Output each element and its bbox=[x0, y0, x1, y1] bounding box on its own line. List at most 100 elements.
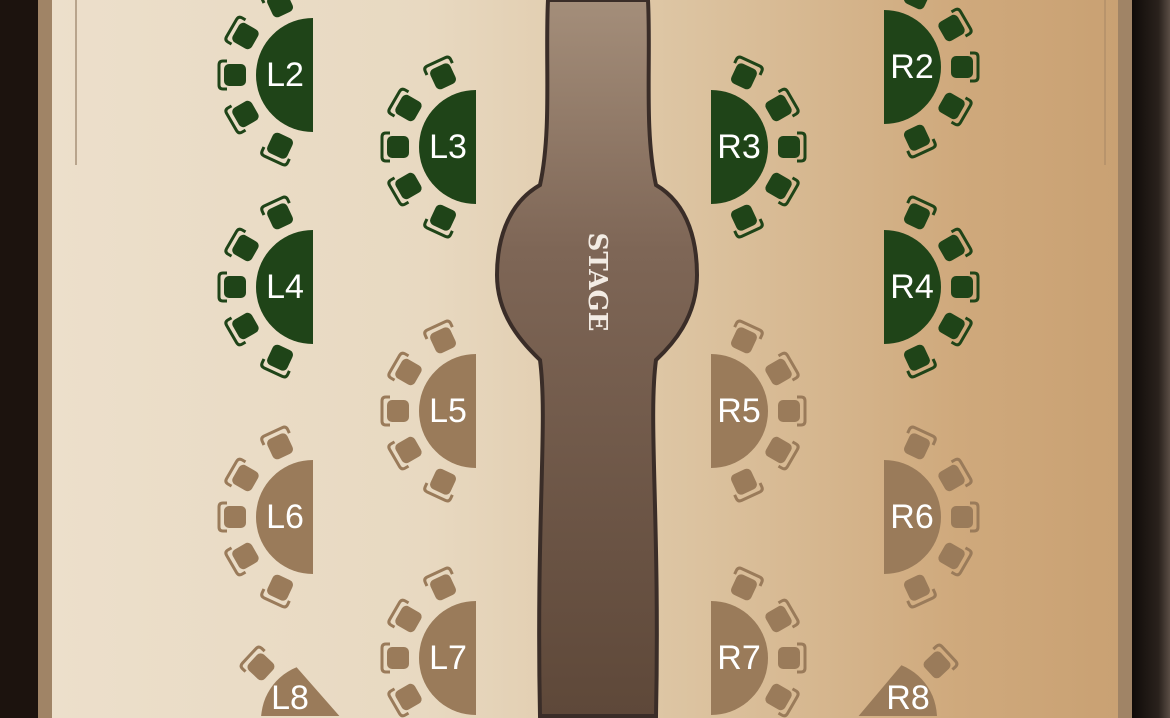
table-label: L7 bbox=[429, 639, 467, 677]
chair-icon[interactable] bbox=[260, 130, 298, 167]
chair-icon[interactable] bbox=[387, 598, 425, 637]
chair-icon[interactable] bbox=[727, 55, 764, 92]
chair-icon[interactable] bbox=[217, 271, 246, 303]
chair-icon[interactable] bbox=[380, 395, 409, 427]
table-label: R7 bbox=[717, 639, 760, 677]
table-label: R6 bbox=[890, 498, 933, 536]
chair-icon[interactable] bbox=[778, 642, 807, 674]
table-L4[interactable]: L4 bbox=[217, 195, 313, 379]
chair-icon[interactable] bbox=[260, 572, 298, 609]
table-label: R8 bbox=[886, 679, 929, 717]
chair-icon[interactable] bbox=[380, 131, 409, 163]
chair-icon[interactable] bbox=[935, 7, 973, 46]
chair-icon[interactable] bbox=[224, 96, 262, 135]
chair-icon[interactable] bbox=[762, 679, 800, 718]
table-R2[interactable]: R2 bbox=[884, 0, 980, 159]
table-top bbox=[256, 230, 313, 344]
table-top bbox=[711, 354, 768, 468]
table-L7[interactable]: L7 bbox=[380, 566, 476, 718]
chair-icon[interactable] bbox=[260, 0, 298, 20]
table-R7[interactable]: R7 bbox=[711, 566, 807, 718]
chair-icon[interactable] bbox=[900, 0, 937, 12]
chair-icon[interactable] bbox=[935, 538, 973, 577]
chair-icon[interactable] bbox=[900, 425, 937, 462]
chair-icon[interactable] bbox=[935, 457, 973, 496]
table-R6[interactable]: R6 bbox=[884, 425, 980, 609]
chair-icon[interactable] bbox=[900, 572, 937, 609]
stage-label: STAGE bbox=[582, 233, 612, 332]
background-edge bbox=[1132, 0, 1170, 718]
chair-icon[interactable] bbox=[727, 466, 764, 503]
table-L6[interactable]: L6 bbox=[217, 425, 313, 609]
chair-icon[interactable] bbox=[727, 319, 764, 356]
chair-icon[interactable] bbox=[224, 227, 262, 266]
chair-icon[interactable] bbox=[778, 131, 807, 163]
chair-icon[interactable] bbox=[423, 55, 461, 92]
chair-icon[interactable] bbox=[423, 202, 461, 239]
chair-icon[interactable] bbox=[387, 351, 425, 390]
chair-icon[interactable] bbox=[423, 319, 461, 356]
chair-icon[interactable] bbox=[387, 679, 425, 718]
chair-icon[interactable] bbox=[387, 87, 425, 126]
table-label: L4 bbox=[266, 268, 304, 306]
chair-icon[interactable] bbox=[951, 51, 980, 83]
table-R3[interactable]: R3 bbox=[711, 55, 807, 239]
table-top bbox=[419, 354, 476, 468]
chair-icon[interactable] bbox=[762, 87, 800, 126]
table-L5[interactable]: L5 bbox=[380, 319, 476, 503]
chair-icon[interactable] bbox=[260, 342, 298, 379]
chair-icon[interactable] bbox=[762, 598, 800, 637]
table-label: L8 bbox=[271, 679, 309, 717]
table-top bbox=[884, 230, 941, 344]
chair-icon[interactable] bbox=[387, 432, 425, 471]
table-L2[interactable]: L2 bbox=[217, 0, 313, 167]
chair-icon[interactable] bbox=[919, 643, 959, 683]
chair-icon[interactable] bbox=[762, 351, 800, 390]
table-top bbox=[711, 90, 768, 204]
table-label: R4 bbox=[890, 268, 933, 306]
chair-icon[interactable] bbox=[239, 645, 279, 685]
table-label: R3 bbox=[717, 128, 760, 166]
chair-icon[interactable] bbox=[224, 538, 262, 577]
chair-icon[interactable] bbox=[423, 466, 461, 503]
table-R5[interactable]: R5 bbox=[711, 319, 807, 503]
chair-icon[interactable] bbox=[900, 195, 937, 232]
chair-icon[interactable] bbox=[727, 202, 764, 239]
chair-icon[interactable] bbox=[217, 59, 246, 91]
chair-icon[interactable] bbox=[224, 457, 262, 496]
chair-icon[interactable] bbox=[727, 566, 764, 603]
chair-icon[interactable] bbox=[935, 227, 973, 266]
chair-icon[interactable] bbox=[762, 168, 800, 207]
chair-icon[interactable] bbox=[224, 15, 262, 54]
chair-icon[interactable] bbox=[778, 395, 807, 427]
chair-icon[interactable] bbox=[387, 168, 425, 207]
chair-icon[interactable] bbox=[900, 342, 937, 379]
chair-icon[interactable] bbox=[951, 501, 980, 533]
table-top bbox=[256, 460, 313, 574]
table-label: L3 bbox=[429, 128, 467, 166]
table-R8[interactable]: R8 bbox=[858, 643, 959, 717]
chair-icon[interactable] bbox=[935, 308, 973, 347]
table-R4[interactable]: R4 bbox=[884, 195, 980, 379]
chair-icon[interactable] bbox=[423, 566, 461, 603]
table-L8[interactable]: L8 bbox=[239, 645, 340, 717]
chair-icon[interactable] bbox=[900, 122, 937, 159]
table-L3[interactable]: L3 bbox=[380, 55, 476, 239]
table-top bbox=[884, 460, 941, 574]
table-top bbox=[711, 601, 768, 715]
chair-icon[interactable] bbox=[380, 642, 409, 674]
table-label: R2 bbox=[890, 48, 933, 86]
chair-icon[interactable] bbox=[224, 308, 262, 347]
table-label: L6 bbox=[266, 498, 304, 536]
chair-icon[interactable] bbox=[260, 425, 298, 462]
table-top bbox=[261, 667, 340, 716]
table-top bbox=[419, 90, 476, 204]
chair-icon[interactable] bbox=[935, 88, 973, 127]
stage: STAGE bbox=[494, 0, 700, 718]
table-top bbox=[858, 665, 937, 716]
chair-icon[interactable] bbox=[762, 432, 800, 471]
chair-icon[interactable] bbox=[951, 271, 980, 303]
chair-icon[interactable] bbox=[217, 501, 246, 533]
chair-icon[interactable] bbox=[260, 195, 298, 232]
